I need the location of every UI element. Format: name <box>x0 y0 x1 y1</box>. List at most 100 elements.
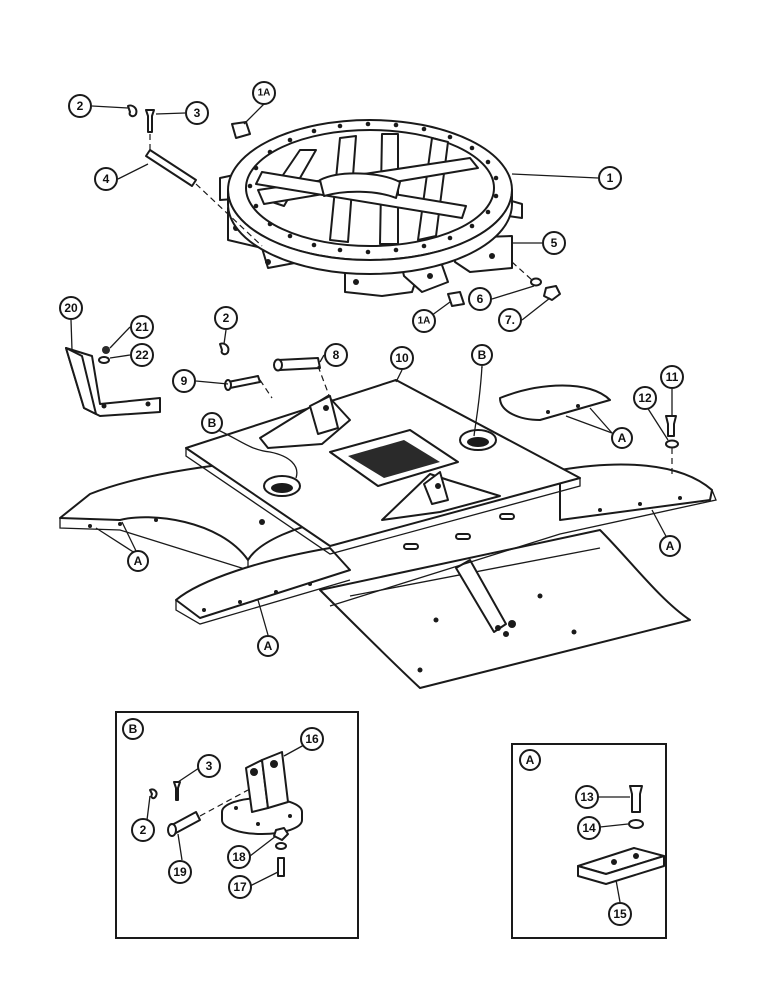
svg-text:1: 1 <box>607 171 614 185</box>
callout-9: 9 <box>172 369 196 393</box>
svg-text:9: 9 <box>181 374 188 388</box>
callout-21: 21 <box>130 315 154 339</box>
svg-text:1A: 1A <box>258 88 271 99</box>
svg-text:B: B <box>129 722 138 736</box>
svg-text:A: A <box>618 431 627 445</box>
nut-part-21 <box>102 346 110 354</box>
svg-text:4: 4 <box>103 172 110 186</box>
callout-6: 6 <box>468 287 492 311</box>
svg-text:10: 10 <box>395 351 409 365</box>
callout-1: 1 <box>598 166 622 190</box>
callout-10: 10 <box>390 346 414 370</box>
callout-7: 7. <box>498 308 522 332</box>
svg-text:16: 16 <box>305 732 319 746</box>
svg-text:14: 14 <box>582 821 596 835</box>
callout-5: 5 <box>542 231 566 255</box>
callout-8: 8 <box>324 343 348 367</box>
ref-marker-a-front: A <box>257 635 279 657</box>
pin-part-9 <box>227 375 261 389</box>
leader-lines <box>70 103 673 636</box>
washer-part-22 <box>98 356 110 364</box>
nut-part-18 <box>273 827 289 841</box>
detail-a-inset: A 13 14 15 <box>511 743 667 939</box>
svg-text:12: 12 <box>638 391 652 405</box>
svg-text:20: 20 <box>64 301 78 315</box>
cotter-part-2-mid <box>219 342 230 356</box>
svg-text:6: 6 <box>477 292 484 306</box>
washer-part-6 <box>530 277 542 287</box>
bolt-part-17 <box>277 857 285 877</box>
svg-text:2: 2 <box>77 99 84 113</box>
callout-15: 15 <box>608 902 632 926</box>
deck-platform <box>59 379 717 689</box>
pin-part-4 <box>145 149 197 187</box>
svg-text:18: 18 <box>232 850 246 864</box>
edge-rivet-holes <box>88 404 682 612</box>
detail-b-label: B <box>122 718 144 740</box>
bolt-part-13 <box>629 785 643 813</box>
svg-text:8: 8 <box>333 348 340 362</box>
callout-12: 12 <box>633 386 657 410</box>
callout-11: 11 <box>660 365 684 389</box>
callout-18: 18 <box>227 845 251 869</box>
callout-1a-top: 1A <box>252 81 276 105</box>
svg-text:3: 3 <box>194 106 201 120</box>
svg-text:19: 19 <box>173 865 187 879</box>
front-arm <box>175 547 351 619</box>
ref-marker-a-right-top: A <box>611 427 633 449</box>
washer-part-14 <box>628 819 644 829</box>
bolt-part-11 <box>665 415 677 437</box>
hose-right <box>473 365 483 437</box>
svg-text:5: 5 <box>551 236 558 250</box>
svg-text:15: 15 <box>613 907 627 921</box>
svg-text:2: 2 <box>140 823 147 837</box>
svg-text:B: B <box>478 348 487 362</box>
ref-marker-a-right-bottom: A <box>659 535 681 557</box>
bracket-part-20 <box>65 347 161 417</box>
svg-text:21: 21 <box>135 320 149 334</box>
callout-1a-bottom: 1A <box>412 309 436 333</box>
pin-part-8 <box>277 357 321 371</box>
callout-13: 13 <box>575 785 599 809</box>
turntable-ring <box>219 119 523 297</box>
ref-marker-b-right: B <box>471 344 493 366</box>
callout-2-top: 2 <box>68 94 92 118</box>
right-rear-arm <box>559 463 713 521</box>
svg-text:A: A <box>264 639 273 653</box>
svg-text:A: A <box>134 554 143 568</box>
callout-22: 22 <box>130 343 154 367</box>
callout-4: 4 <box>94 167 118 191</box>
cotter-part-2-top <box>127 104 138 118</box>
callout-17: 17 <box>228 875 252 899</box>
svg-text:3: 3 <box>206 759 213 773</box>
callout-3-inset: 3 <box>197 754 221 778</box>
lower-pan <box>319 529 691 689</box>
svg-text:7.: 7. <box>505 313 515 327</box>
callout-2-mid: 2 <box>214 306 238 330</box>
callout-19: 19 <box>168 860 192 884</box>
cotter-part-2-inset <box>149 788 158 800</box>
callout-14: 14 <box>577 816 601 840</box>
detail-a-label: A <box>519 749 541 771</box>
swivel-base-part-16 <box>221 751 303 835</box>
svg-text:11: 11 <box>666 370 679 384</box>
bolt-part-3 <box>145 109 155 133</box>
ref-marker-a-left: A <box>127 550 149 572</box>
svg-text:B: B <box>208 416 217 430</box>
detail-b-inset: B 3 <box>115 711 359 939</box>
right-wing-arm <box>499 384 611 421</box>
svg-text:A: A <box>526 753 535 767</box>
bushing-1a-top <box>231 121 251 139</box>
svg-text:A: A <box>666 539 675 553</box>
svg-text:17: 17 <box>233 880 247 894</box>
bushing-1a-bottom <box>447 291 465 307</box>
hose-left <box>217 429 298 479</box>
ref-marker-b-left: B <box>201 412 223 434</box>
callout-2-inset: 2 <box>131 818 155 842</box>
callout-3-top: 3 <box>185 101 209 125</box>
bolt-part-3-inset <box>173 781 181 801</box>
svg-text:13: 13 <box>580 790 594 804</box>
svg-text:1A: 1A <box>418 316 431 327</box>
callout-16: 16 <box>300 727 324 751</box>
